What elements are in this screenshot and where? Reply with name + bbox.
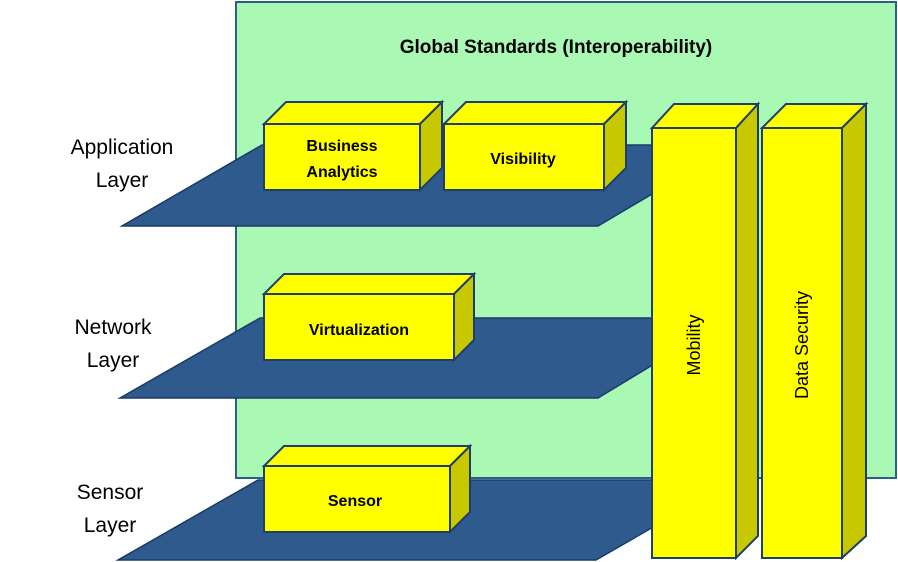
global-standards-title: Global Standards (Interoperability) (400, 37, 713, 58)
mobility-label: Mobility (684, 314, 704, 375)
data-security-pillar: Data Security (759, 101, 869, 561)
mobility-pillar: Mobility (649, 101, 761, 561)
sensor-layer-label-line2: Layer (84, 514, 137, 537)
business-analytics-box: Business Analytics (261, 99, 445, 193)
sensor-label: Sensor (328, 493, 382, 510)
application-layer-label-line1: Application (71, 136, 174, 159)
data-security-label: Data Security (792, 291, 812, 399)
visibility-box: Visibility (441, 99, 629, 193)
business-analytics-label-line2: Analytics (306, 164, 377, 181)
application-layer-label-line2: Layer (96, 169, 149, 192)
network-layer-label-line1: Network (74, 316, 152, 339)
sensor-box: Sensor (261, 443, 473, 535)
network-layer-label-line2: Layer (87, 349, 140, 372)
virtualization-label: Virtualization (309, 322, 409, 339)
sensor-layer-label-line1: Sensor (77, 481, 144, 504)
virtualization-box: Virtualization (261, 271, 477, 363)
business-analytics-label-line1: Business (306, 138, 377, 155)
visibility-label: Visibility (490, 151, 556, 168)
